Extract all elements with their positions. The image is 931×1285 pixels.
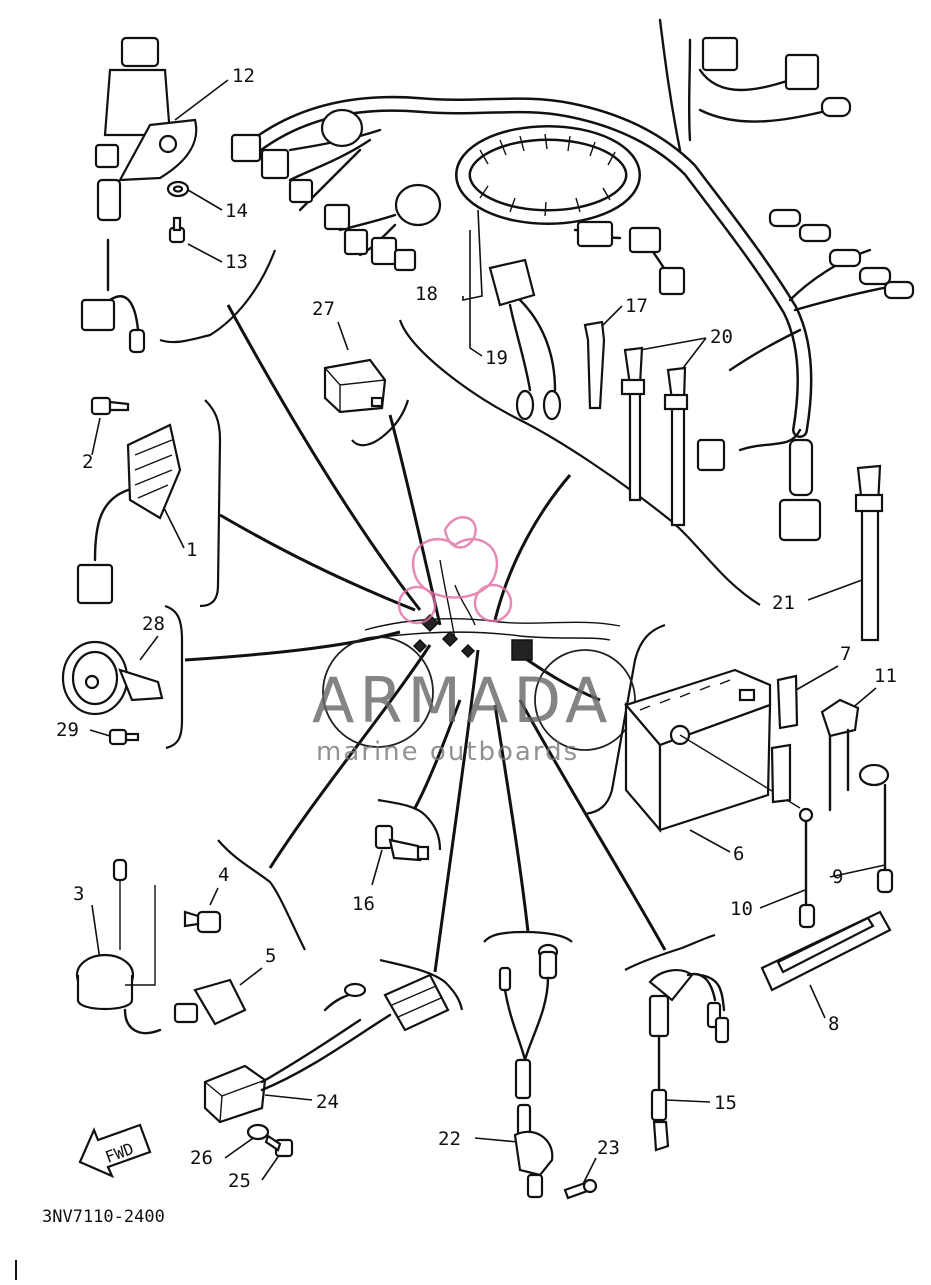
part-14-washer[interactable]	[166, 180, 190, 198]
callout-28: 28	[142, 613, 165, 635]
callout-2: 2	[82, 451, 93, 473]
watermark-tagline: marine outboards	[316, 737, 579, 767]
part-28-horn[interactable]	[61, 640, 164, 716]
section-brackets	[159, 249, 761, 1011]
callout-9: 9	[832, 866, 843, 888]
part-7-pad[interactable]	[770, 674, 799, 804]
part-20-band[interactable]	[620, 346, 689, 527]
callout-20: 20	[710, 326, 733, 348]
part-21-band[interactable]	[854, 464, 884, 642]
part-6-battery[interactable]	[624, 668, 801, 833]
callout-5: 5	[265, 945, 276, 967]
part-29-bolt[interactable]	[108, 728, 140, 746]
callout-16: 16	[352, 893, 375, 915]
watermark-brand: ARMADA	[312, 664, 612, 737]
callout-10: 10	[730, 898, 753, 920]
callout-8: 8	[828, 1013, 839, 1035]
fwd-arrow-icon: FWD	[78, 1123, 152, 1179]
part-10-lead[interactable]	[798, 807, 816, 929]
callout-26: 26	[190, 1147, 213, 1169]
callout-29: 29	[56, 719, 79, 741]
part-11-cap[interactable]	[820, 698, 890, 812]
callout-12: 12	[232, 65, 255, 87]
part-25-bolt[interactable]	[264, 1134, 294, 1158]
part-24-unit[interactable]	[203, 973, 450, 1124]
part-15-sensor[interactable]	[648, 969, 730, 1152]
part-1-rectifier-regulator[interactable]	[76, 423, 182, 605]
part-13-bolt[interactable]	[168, 216, 186, 244]
watermark-logo-icon	[397, 516, 513, 625]
assembly-leaders	[184, 304, 667, 973]
callout-25: 25	[228, 1170, 251, 1192]
callout-19: 19	[485, 347, 508, 369]
part-9-lead[interactable]	[876, 783, 894, 894]
part-2-bolt[interactable]	[90, 396, 130, 416]
part-5-oil-switch[interactable]	[173, 978, 247, 1026]
callout-13: 13	[225, 251, 248, 273]
frame-silhouette	[322, 559, 636, 751]
part-8-band[interactable]	[760, 910, 892, 992]
part-4-screw[interactable]	[183, 910, 222, 934]
part-26-washer[interactable]	[246, 1123, 270, 1141]
part-17-cable-tie[interactable]	[583, 320, 606, 410]
callout-18: 18	[415, 283, 438, 305]
callout-15: 15	[714, 1092, 737, 1114]
callout-1: 1	[186, 539, 197, 561]
callout-3: 3	[73, 883, 84, 905]
part-3-switch[interactable]	[75, 858, 162, 1035]
callout-23: 23	[597, 1137, 620, 1159]
leader-lines	[89, 79, 886, 1191]
part-27-relay[interactable]	[323, 358, 387, 414]
part-23-bolt[interactable]	[563, 1178, 598, 1200]
callout-7: 7	[840, 643, 851, 665]
armada-watermark: ARMADA marine outboards	[312, 516, 612, 767]
callout-24: 24	[316, 1091, 339, 1113]
callout-14: 14	[225, 200, 248, 222]
part-19-flasher[interactable]	[488, 258, 562, 421]
callout-17: 17	[625, 295, 648, 317]
callout-4: 4	[218, 864, 229, 886]
part-22-sensor[interactable]	[498, 943, 559, 1199]
drawing-code: 3NV7110-2400	[42, 1207, 165, 1227]
callout-21: 21	[772, 592, 795, 614]
callout-22: 22	[438, 1128, 461, 1150]
callout-6: 6	[733, 843, 744, 865]
part-12-main-switch[interactable]	[80, 36, 198, 354]
wire-harness[interactable]	[230, 18, 915, 542]
callout-11: 11	[874, 665, 897, 687]
callout-27: 27	[312, 298, 335, 320]
callouts: 12 14 13 27 18 19 17 20 2 1 21 28 7 11 2…	[56, 65, 897, 1192]
part-16-sender[interactable]	[374, 824, 430, 862]
